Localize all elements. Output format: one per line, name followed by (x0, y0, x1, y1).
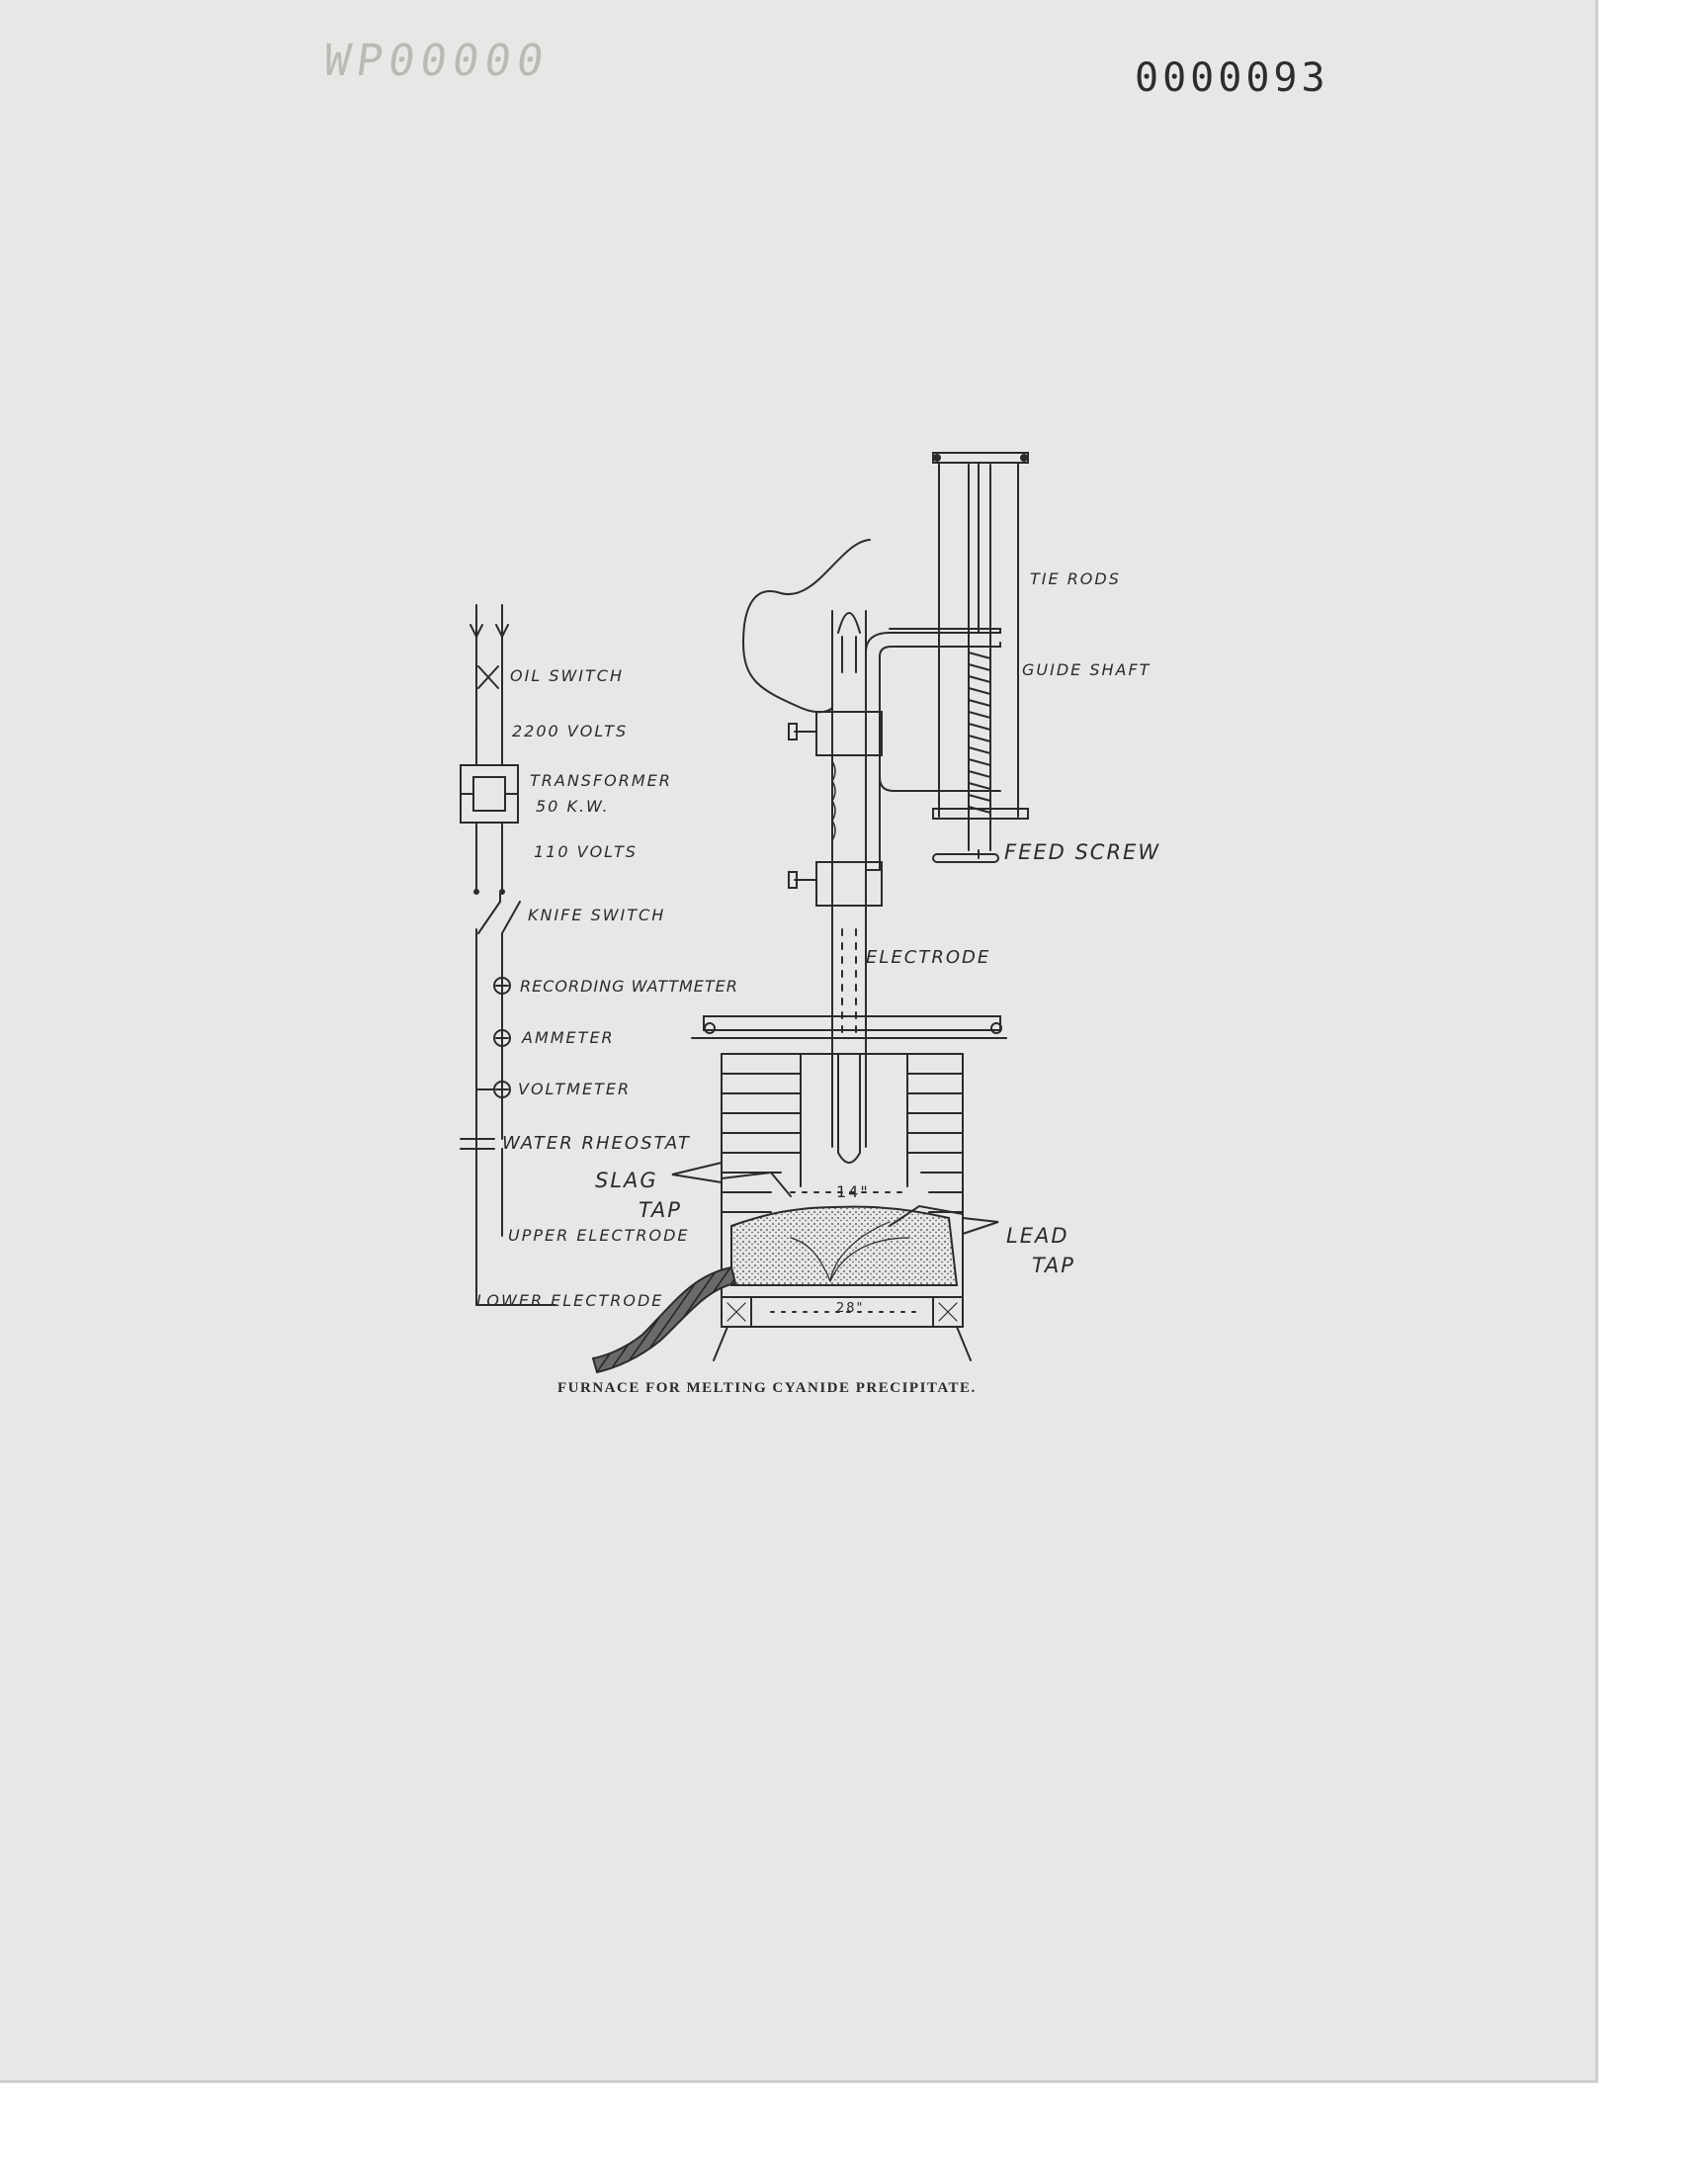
electrode-column (788, 610, 883, 1164)
label-base-dimension: 28" (836, 1301, 865, 1316)
lower-electrode-cable (591, 1265, 737, 1374)
label-lead: LEAD (1006, 1224, 1069, 1248)
scanned-page: WP00000 0000093 (0, 0, 1598, 2083)
feed-mechanism (865, 452, 1029, 871)
label-transformer-rating: 50 K.W. (536, 797, 610, 816)
label-recording-wattmeter: RECORDING WATTMETER (520, 977, 738, 996)
label-110-volts: 110 VOLTS (534, 842, 638, 861)
label-electrode: ELECTRODE (866, 947, 991, 968)
label-inner-dimension: 14" (836, 1182, 870, 1201)
label-guide-shaft: GUIDE SHAFT (1022, 660, 1152, 679)
label-knife-switch: KNIFE SWITCH (528, 906, 666, 924)
label-lead-tap: TAP (1032, 1254, 1075, 1277)
furnace-diagram (460, 452, 1029, 1374)
label-ammeter: AMMETER (522, 1028, 615, 1047)
label-upper-electrode: UPPER ELECTRODE (508, 1226, 690, 1245)
label-water-rheostat: WATER RHEOSTAT (502, 1133, 691, 1154)
furnace-body (671, 1015, 1007, 1361)
label-slag-tap: TAP (639, 1198, 682, 1222)
label-transformer: TRANSFORMER (530, 771, 672, 790)
label-feed-screw: FEED SCREW (1004, 840, 1161, 864)
circuit-wiring (460, 604, 556, 1306)
figure-caption: FURNACE FOR MELTING CYANIDE PRECIPITATE. (557, 1380, 977, 1396)
document-number: 0000093 (1135, 55, 1329, 101)
label-2200-volts: 2200 VOLTS (512, 722, 629, 740)
label-lower-electrode: LOWER ELECTRODE (476, 1291, 664, 1310)
supply-cable (741, 539, 871, 714)
label-voltmeter: VOLTMETER (518, 1080, 632, 1098)
label-tie-rods: TIE RODS (1030, 569, 1121, 588)
label-oil-switch: OIL SWITCH (510, 666, 624, 685)
label-slag: SLAG (595, 1169, 658, 1192)
